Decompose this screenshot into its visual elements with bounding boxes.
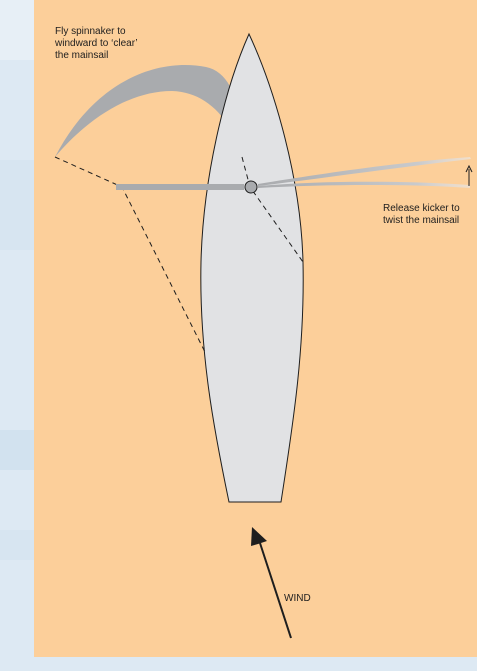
spinnaker-annotation-line: Fly spinnaker to: [55, 26, 126, 37]
spinnaker-annotation: Fly spinnaker to windward to ‘clear’ the…: [55, 26, 215, 62]
spinnaker-annotation-line: the mainsail: [55, 50, 109, 61]
mast: [244, 180, 258, 194]
wind-label: WIND: [284, 593, 311, 604]
spinnaker-pole: [116, 184, 244, 190]
kicker-annotation: Release kicker to twist the mainsail: [383, 203, 477, 227]
mainsail: [258, 157, 471, 186]
mainsail-boom: [258, 181, 470, 188]
kicker-annotation-line: Release kicker to: [383, 203, 460, 214]
spinnaker-annotation-line: windward to ‘clear’: [55, 38, 138, 49]
kicker-annotation-line: twist the mainsail: [383, 215, 460, 226]
wind-arrow-icon: [251, 527, 292, 639]
spinnaker-sail: [55, 65, 243, 157]
twist-up-arrow-icon: [465, 164, 473, 186]
